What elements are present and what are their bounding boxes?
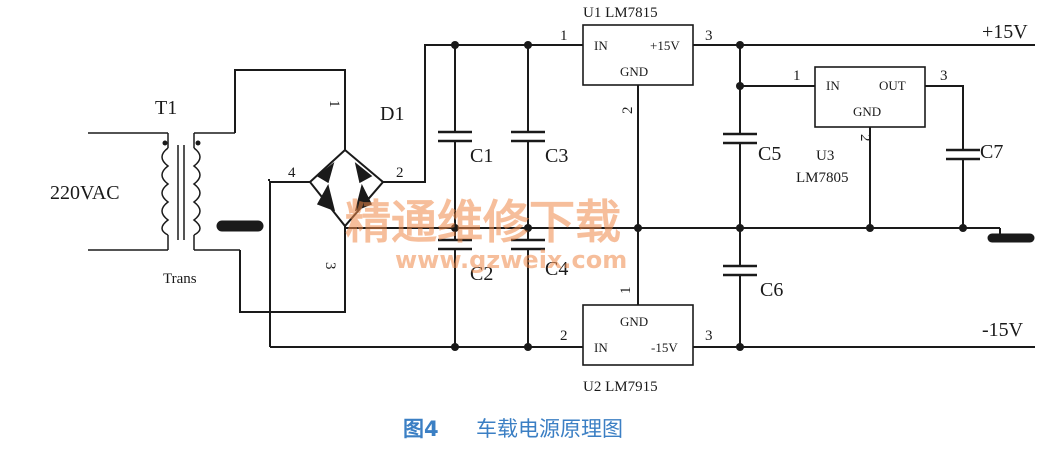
- u3-pin2: 2: [857, 134, 873, 142]
- u3-pin-in: IN: [826, 78, 840, 93]
- u2-pin-in: IN: [594, 340, 608, 355]
- u1-pin3: 3: [705, 28, 713, 44]
- c3-label: C3: [545, 145, 568, 167]
- junction-dots: [451, 41, 967, 351]
- capacitor-c6: C6: [723, 228, 783, 347]
- positive-rail-label: +15V: [982, 21, 1028, 43]
- bridge-rectifier-d1: D1 4 2 1 3: [234, 44, 455, 347]
- u3-pin1: 1: [793, 68, 801, 84]
- u1-pin-gnd: GND: [620, 64, 648, 79]
- caption-figure-number: 图4: [403, 417, 439, 441]
- u2-pin3: 3: [705, 328, 713, 344]
- u1-pin-in: IN: [594, 38, 608, 53]
- watermark-chinese: 精通维修下载: [345, 195, 621, 249]
- capacitor-c5: C5: [723, 45, 781, 228]
- t1-label: T1: [155, 97, 177, 119]
- u2-pin-gnd: GND: [620, 314, 648, 329]
- c1-label: C1: [470, 145, 493, 167]
- d1-label: D1: [380, 103, 404, 125]
- c2-label: C2: [470, 263, 493, 285]
- u2-label: U2 LM7915: [583, 379, 658, 395]
- watermark-url: www.gzweix.com: [395, 246, 627, 274]
- trans-label: Trans: [163, 271, 197, 287]
- regulator-u1: IN +15V GND 1 3 2 U1 LM7815: [560, 5, 713, 305]
- u3-pin-out: OUT: [879, 78, 906, 93]
- caption-title: 车载电源原理图: [476, 417, 623, 441]
- c4-label: C4: [545, 258, 568, 280]
- c6-label: C6: [760, 279, 783, 301]
- u1-pin-out: +15V: [650, 38, 680, 53]
- bridge-pin-2: 2: [396, 165, 404, 181]
- u3-label-bottom: LM7805: [796, 170, 849, 186]
- u1-label: U1 LM7815: [583, 5, 658, 21]
- u2-pin-out: -15V: [651, 340, 678, 355]
- bridge-pin-3: 3: [322, 262, 338, 270]
- capacitor-c7: C7: [925, 85, 1003, 228]
- u1-pin1: 1: [560, 28, 568, 44]
- u3-pin3: 3: [940, 68, 948, 84]
- regulator-u3: IN OUT GND 1 3 2 U3 LM7805: [793, 66, 948, 228]
- input-voltage-label: 220VAC: [50, 182, 120, 204]
- capacitor-c3: C3: [511, 45, 568, 228]
- u1-pin2: 2: [620, 107, 636, 115]
- u2-pin1: 1: [618, 287, 634, 295]
- u3-pin-gnd: GND: [853, 104, 881, 119]
- capacitor-c2: C2: [438, 228, 493, 347]
- u2-pin2: 2: [560, 328, 568, 344]
- negative-rail-label: -15V: [982, 319, 1024, 341]
- c7-label: C7: [980, 141, 1003, 163]
- transformer-t1: T1 220VAC Trans: [50, 97, 240, 287]
- capacitor-c4: C4: [511, 228, 568, 347]
- regulator-u2: GND IN -15V 2 3 1 U2 LM7915: [560, 287, 713, 396]
- bridge-pin-4: 4: [288, 165, 296, 181]
- c5-label: C5: [758, 143, 781, 165]
- bridge-pin-1: 1: [326, 100, 342, 108]
- capacitor-c1: C1: [438, 45, 493, 228]
- u3-label-top: U3: [816, 148, 834, 164]
